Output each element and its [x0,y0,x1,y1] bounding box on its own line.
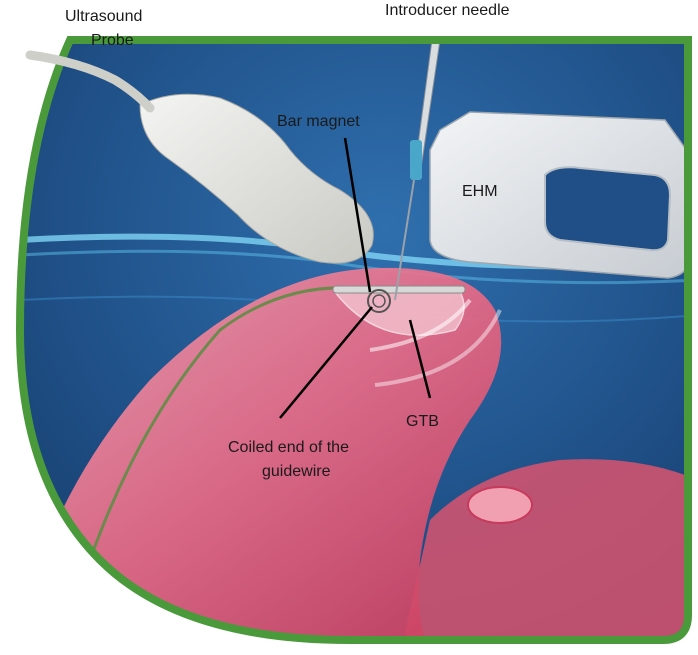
gtb-label: GTB [406,413,439,430]
guidewire [88,286,373,561]
coiled-label-line1: Coiled end of the [228,439,349,456]
needle-hub [410,140,422,180]
frame-border [15,36,692,644]
bar-magnet [332,285,466,294]
ultrasound-arc [369,298,472,352]
vessel-opening [467,486,533,524]
needle-shaft [394,179,415,301]
coil-leader-line [279,306,373,419]
ehm-device [429,111,688,279]
gtb-leader-line [408,319,432,399]
ultrasound-probe [139,93,374,264]
ehm-label: EHM [462,183,498,200]
ultrasound-arc-2 [374,309,502,387]
needle-label: Introducer needle [385,2,510,19]
guidewire-coil-inner [372,294,386,308]
vein [20,267,502,640]
magnet-label: Bar magnet [277,113,360,130]
magnet-leader-line [343,137,372,293]
coiled-label-line2: guidewire [262,463,331,480]
probe-label-line1: Ultrasound [65,8,142,25]
probe-label-line2: Probe [91,32,134,49]
probe-cable [25,50,155,113]
guidewire-coil [367,289,391,313]
